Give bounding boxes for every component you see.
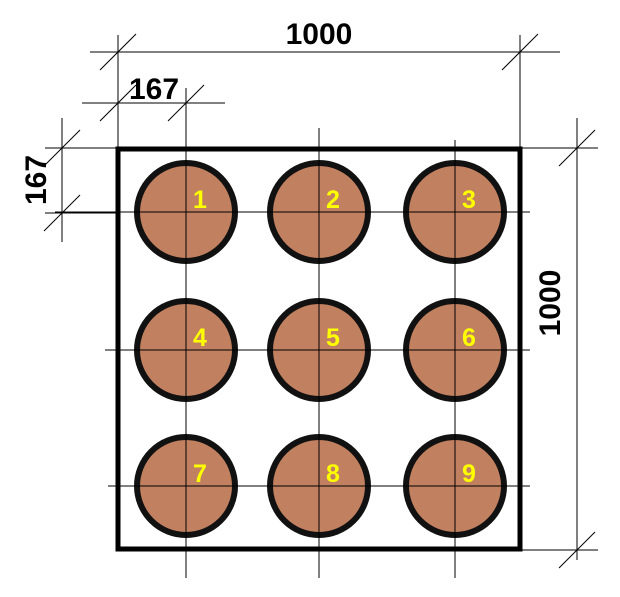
dimension-top-width: 1000 [286, 18, 353, 51]
pile-label-4: 4 [193, 324, 207, 352]
pile-label-5: 5 [326, 324, 340, 352]
dimension-right-height: 1000 [534, 270, 567, 337]
pile-label-2: 2 [326, 186, 340, 214]
pile-labels: 1 2 3 4 5 6 7 8 9 [193, 186, 476, 488]
pile-label-8: 8 [326, 460, 340, 488]
dimension-top-offset: 167 [129, 73, 179, 106]
dimension-left-offset: 167 [20, 155, 53, 205]
pile-label-9: 9 [462, 460, 476, 488]
pile-cap-outline [115, 146, 523, 552]
pile-grid [134, 160, 507, 538]
grid-lines [55, 100, 530, 578]
pile-label-3: 3 [462, 186, 476, 214]
dimension-lines [43, 33, 598, 569]
pile-label-1: 1 [193, 186, 207, 214]
pile-label-7: 7 [193, 460, 207, 488]
pile-label-6: 6 [462, 324, 476, 352]
